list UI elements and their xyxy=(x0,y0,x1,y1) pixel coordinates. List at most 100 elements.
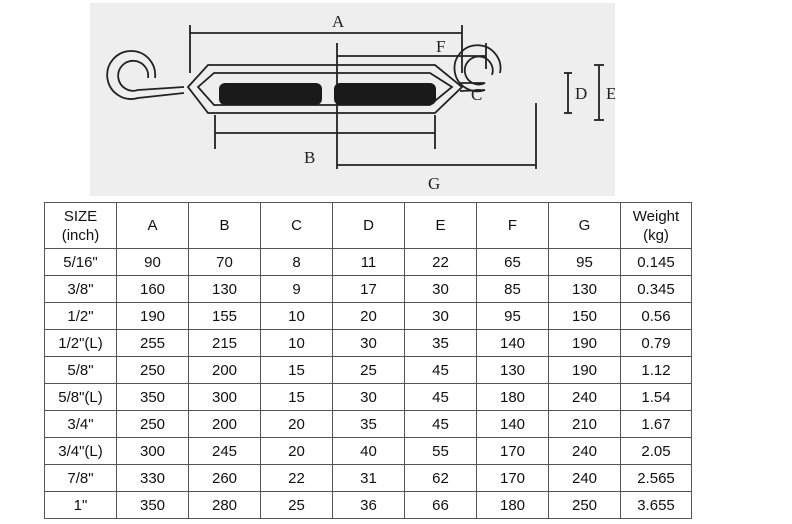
dimension-label-c: C xyxy=(471,85,482,104)
table-row: 1" 350 280 25 36 66 180 250 3.655 xyxy=(44,491,692,519)
cell-e: 22 xyxy=(404,248,477,276)
header-d: D xyxy=(332,202,405,249)
cell-e: 62 xyxy=(404,464,477,492)
cell-a: 160 xyxy=(116,275,189,303)
cell-size: 1/2" xyxy=(44,302,117,330)
cell-size: 1" xyxy=(44,491,117,519)
cell-size: 3/8" xyxy=(44,275,117,303)
cell-size: 5/16" xyxy=(44,248,117,276)
cell-f: 95 xyxy=(476,302,549,330)
header-f: F xyxy=(476,202,549,249)
cell-b: 130 xyxy=(188,275,261,303)
table-row: 5/16" 90 70 8 11 22 65 95 0.145 xyxy=(44,248,692,276)
left-eye-hook xyxy=(106,50,185,100)
cell-weight: 0.56 xyxy=(620,302,692,330)
cell-e: 30 xyxy=(404,275,477,303)
right-eye-hook-inner xyxy=(460,55,494,86)
table-row: 3/4" 250 200 20 35 45 140 210 1.67 xyxy=(44,410,692,438)
cell-c: 20 xyxy=(260,437,333,465)
table-header-row: SIZE (inch) A B C D E F G Weight (kg) xyxy=(44,202,692,249)
cell-f: 140 xyxy=(476,410,549,438)
cell-f: 140 xyxy=(476,329,549,357)
cell-d: 31 xyxy=(332,464,405,492)
cell-b: 200 xyxy=(188,410,261,438)
cell-c: 25 xyxy=(260,491,333,519)
dimension-label-f: F xyxy=(436,37,445,56)
cell-a: 330 xyxy=(116,464,189,492)
cell-weight: 1.54 xyxy=(620,383,692,411)
cell-f: 170 xyxy=(476,464,549,492)
dimension-label-d: D xyxy=(575,84,587,103)
cell-c: 22 xyxy=(260,464,333,492)
table-row: 7/8" 330 260 22 31 62 170 240 2.565 xyxy=(44,464,692,492)
header-e: E xyxy=(404,202,477,249)
cell-a: 255 xyxy=(116,329,189,357)
cell-c: 8 xyxy=(260,248,333,276)
dimension-label-a: A xyxy=(332,12,345,31)
header-b: B xyxy=(188,202,261,249)
table-row: 3/8" 160 130 9 17 30 85 130 0.345 xyxy=(44,275,692,303)
cell-size: 5/8" xyxy=(44,356,117,384)
cell-e: 30 xyxy=(404,302,477,330)
dimension-label-b: B xyxy=(304,148,315,167)
dimension-label-g: G xyxy=(428,174,440,193)
cell-b: 300 xyxy=(188,383,261,411)
cell-a: 300 xyxy=(116,437,189,465)
cell-g: 190 xyxy=(548,356,621,384)
cell-weight: 2.05 xyxy=(620,437,692,465)
turnbuckle-diagram: A F C D E B G xyxy=(90,3,615,196)
cell-b: 245 xyxy=(188,437,261,465)
cell-d: 30 xyxy=(332,383,405,411)
cell-d: 30 xyxy=(332,329,405,357)
cell-c: 10 xyxy=(260,329,333,357)
right-slot xyxy=(334,83,436,105)
cell-c: 9 xyxy=(260,275,333,303)
cell-b: 280 xyxy=(188,491,261,519)
cell-weight: 0.345 xyxy=(620,275,692,303)
cell-e: 66 xyxy=(404,491,477,519)
header-size: SIZE (inch) xyxy=(44,202,117,249)
header-g: G xyxy=(548,202,621,249)
header-weight: Weight (kg) xyxy=(620,202,692,249)
cell-d: 11 xyxy=(332,248,405,276)
cell-c: 10 xyxy=(260,302,333,330)
cell-e: 45 xyxy=(404,356,477,384)
left-eye-hook-inner xyxy=(117,59,185,92)
cell-a: 190 xyxy=(116,302,189,330)
cell-d: 35 xyxy=(332,410,405,438)
cell-g: 150 xyxy=(548,302,621,330)
dimension-label-e: E xyxy=(606,84,615,103)
cell-a: 250 xyxy=(116,356,189,384)
cell-weight: 1.12 xyxy=(620,356,692,384)
cell-weight: 2.565 xyxy=(620,464,692,492)
cell-f: 85 xyxy=(476,275,549,303)
cell-g: 210 xyxy=(548,410,621,438)
cell-b: 260 xyxy=(188,464,261,492)
cell-f: 130 xyxy=(476,356,549,384)
cell-size: 7/8" xyxy=(44,464,117,492)
cell-f: 180 xyxy=(476,383,549,411)
header-a: A xyxy=(116,202,189,249)
cell-size: 3/4" xyxy=(44,410,117,438)
body-frame-outer xyxy=(186,64,464,114)
cell-b: 200 xyxy=(188,356,261,384)
cell-g: 240 xyxy=(548,437,621,465)
cell-g: 250 xyxy=(548,491,621,519)
cell-size: 3/4"(L) xyxy=(44,437,117,465)
cell-g: 190 xyxy=(548,329,621,357)
cell-d: 40 xyxy=(332,437,405,465)
cell-e: 45 xyxy=(404,383,477,411)
cell-d: 20 xyxy=(332,302,405,330)
cell-e: 55 xyxy=(404,437,477,465)
cell-c: 15 xyxy=(260,356,333,384)
table-row: 5/8"(L) 350 300 15 30 45 180 240 1.54 xyxy=(44,383,692,411)
cell-b: 70 xyxy=(188,248,261,276)
cell-d: 25 xyxy=(332,356,405,384)
left-slot xyxy=(219,83,322,105)
cell-weight: 0.79 xyxy=(620,329,692,357)
table-row: 3/4"(L) 300 245 20 40 55 170 240 2.05 xyxy=(44,437,692,465)
cell-a: 350 xyxy=(116,383,189,411)
cell-size: 5/8"(L) xyxy=(44,383,117,411)
cell-f: 170 xyxy=(476,437,549,465)
cell-g: 240 xyxy=(548,464,621,492)
